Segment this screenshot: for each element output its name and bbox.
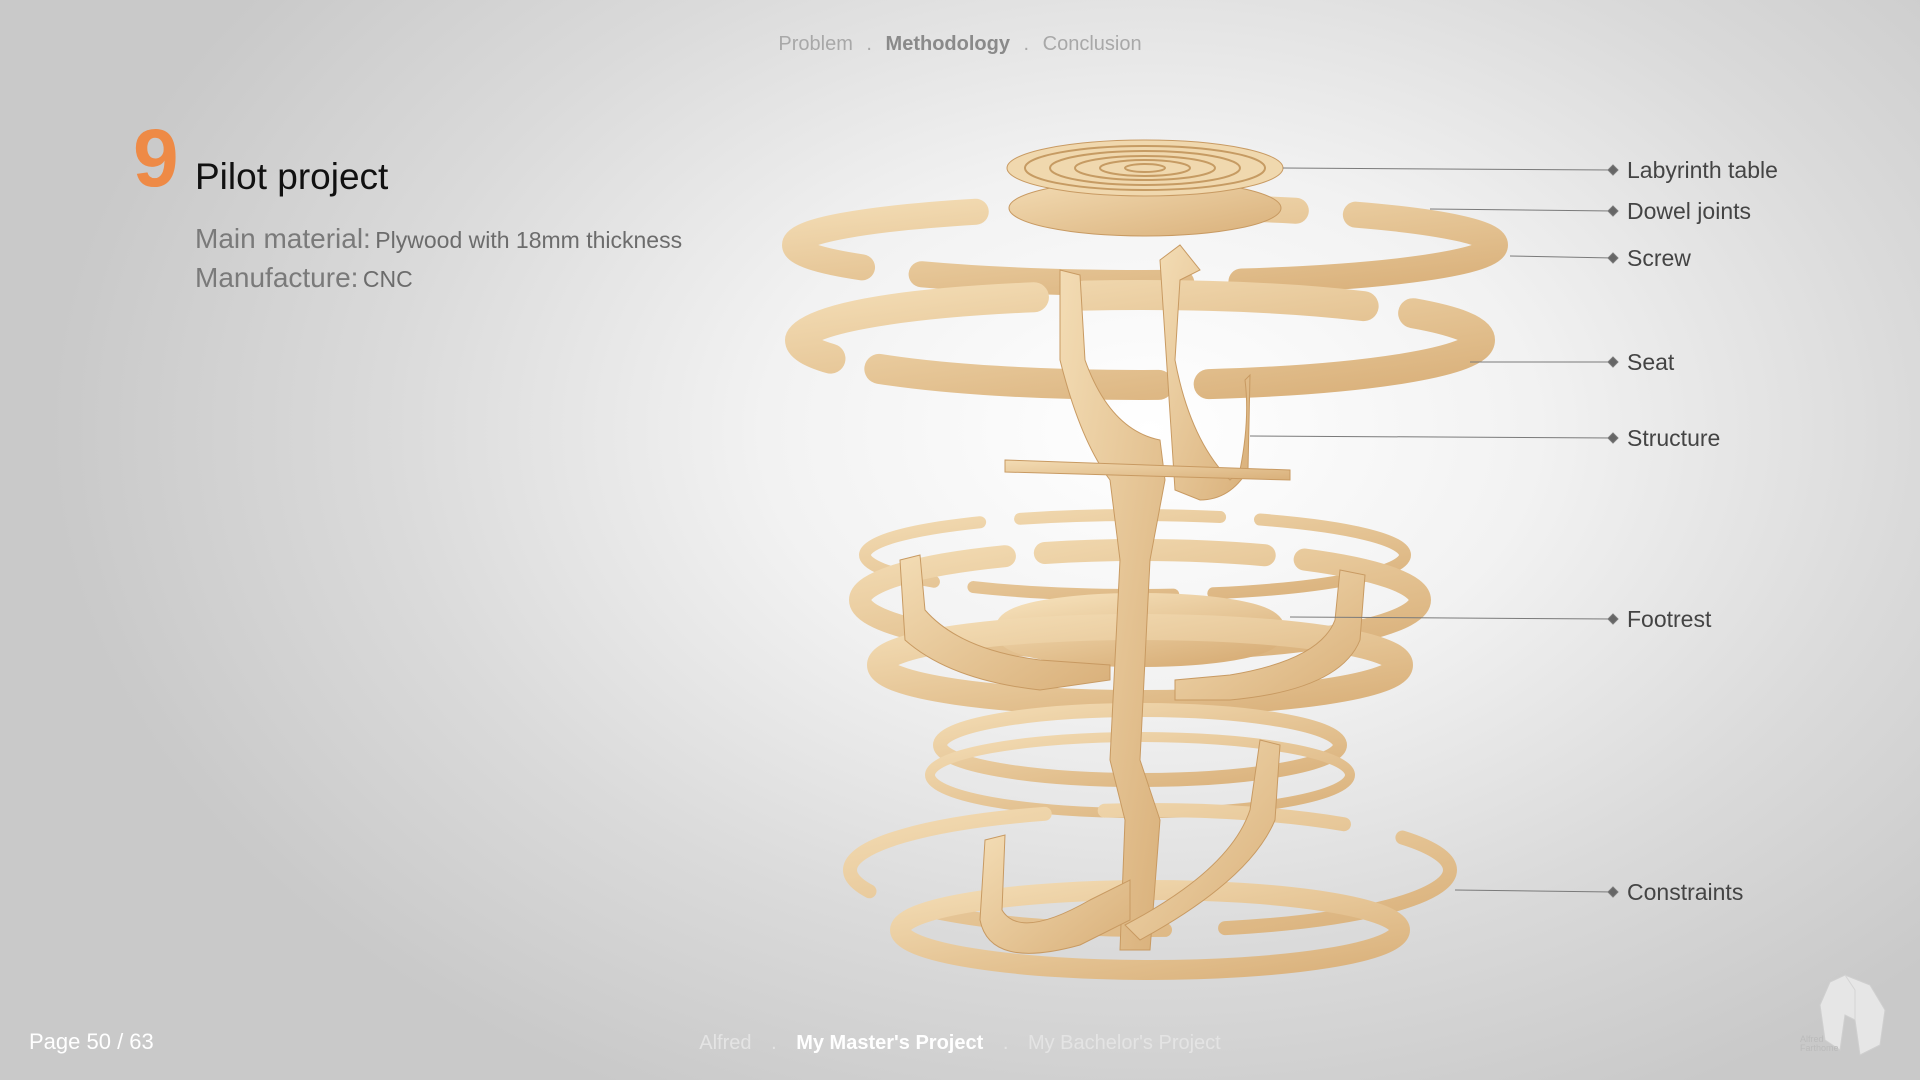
manufacture-line: Manufacture: CNC (195, 261, 682, 300)
manufacture-value: CNC (362, 266, 413, 292)
brand-logo (1819, 974, 1886, 1056)
logo-text-line-1: Alfred (1800, 1034, 1824, 1044)
slide-number: 9 (133, 113, 179, 204)
nav-masters-project[interactable]: My Master's Project (796, 1032, 984, 1054)
nav-separator: . (1002, 1032, 1009, 1054)
bottom-navigation: Alfred . My Master's Project . My Bachel… (0, 1032, 1920, 1055)
nav-alfred[interactable]: Alfred (699, 1032, 752, 1054)
label-screw: Screw (1627, 245, 1691, 271)
nav-problem[interactable]: Problem (778, 33, 853, 55)
nav-conclusion[interactable]: Conclusion (1042, 33, 1142, 55)
nav-methodology[interactable]: Methodology (885, 33, 1010, 55)
label-constraints: Constraints (1627, 879, 1744, 905)
label-labyrinth-table: Labyrinth table (1627, 157, 1778, 183)
top-navigation: Problem . Methodology . Conclusion (0, 33, 1920, 56)
nav-separator: . (866, 33, 872, 55)
material-line: Main material: Plywood with 18mm thickne… (195, 222, 682, 261)
material-value: Plywood with 18mm thickness (375, 227, 683, 253)
material-key: Main material: (195, 223, 371, 254)
logo-text-line-2: Farthome (1800, 1043, 1839, 1053)
logo-text: Alfred Farthome (1800, 1035, 1839, 1053)
specifications: Main material: Plywood with 18mm thickne… (195, 222, 682, 300)
nav-bachelors-project[interactable]: My Bachelor's Project (1027, 1032, 1221, 1054)
nav-separator: . (771, 1032, 777, 1054)
label-footrest: Footrest (1627, 606, 1712, 632)
page-number: Page 50 / 63 (29, 1029, 154, 1054)
slide-title: Pilot project (195, 156, 389, 197)
label-dowel-joints: Dowel joints (1627, 198, 1751, 224)
nav-separator: . (1023, 33, 1030, 55)
label-structure: Structure (1627, 425, 1721, 451)
label-seat: Seat (1627, 349, 1675, 375)
manufacture-key: Manufacture: (195, 262, 359, 293)
